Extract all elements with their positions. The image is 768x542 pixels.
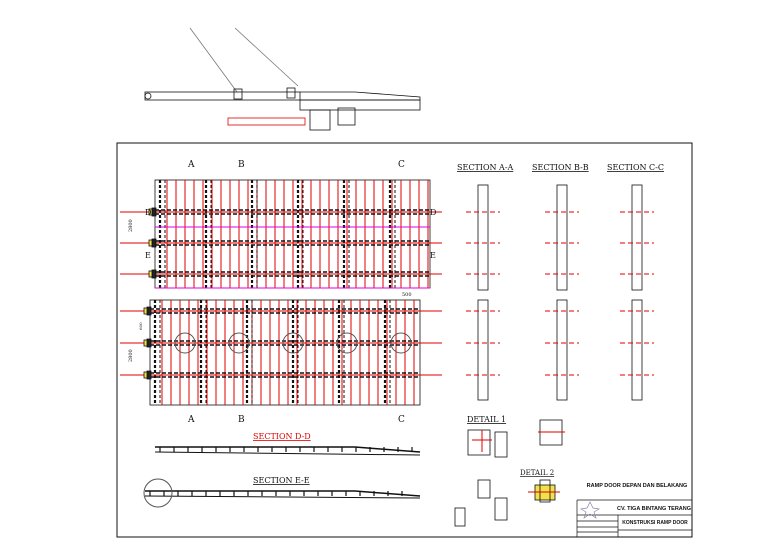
marker-b-bottom: B	[238, 415, 245, 425]
title-section-bb: SECTION B-B	[532, 163, 589, 172]
marker-e-right: E	[430, 251, 436, 260]
marker-a-top: A	[187, 160, 195, 170]
marker-e-left: E	[145, 251, 151, 260]
dim-500: 500	[402, 292, 412, 298]
marker-c-bottom: C	[398, 415, 405, 425]
section-profile	[556, 184, 568, 291]
hinge-block	[151, 269, 157, 279]
title-section-ee: SECTION E-E	[253, 476, 310, 485]
marker-b-top: B	[238, 160, 245, 170]
title-section-cc: SECTION C-C	[607, 163, 664, 172]
section-profile	[631, 184, 643, 291]
detail-1-plate	[467, 429, 491, 456]
hinge-block	[151, 207, 157, 217]
bolt-detail	[494, 497, 508, 521]
drawing-title: RAMP DOOR DEPAN DAN BELAKANG	[587, 483, 688, 489]
section-views	[143, 184, 654, 527]
detail-2-bolt	[539, 479, 551, 503]
bolt-detail	[454, 507, 466, 527]
dim-2800-top: 2800	[128, 219, 134, 232]
section-profile	[477, 184, 489, 291]
sheet-title: KONSTRUKSI RAMP DOOR	[622, 520, 688, 526]
side-elevation	[144, 27, 421, 131]
bolt-detail	[477, 479, 491, 499]
company-name: CV. TIGA BINTANG TERANG	[617, 506, 691, 512]
section-profile	[556, 299, 568, 401]
octagon-plate	[282, 332, 304, 354]
hinge-block	[146, 306, 152, 316]
octagon-plate	[390, 332, 412, 354]
title-detail-1: DETAIL 1	[467, 415, 506, 424]
marker-d-left: D	[145, 208, 151, 217]
octagon-plate	[174, 332, 196, 354]
marker-d-right: D	[430, 208, 436, 217]
profile-ee	[144, 495, 421, 499]
hinge-block	[151, 238, 157, 248]
section-profile	[477, 299, 489, 401]
dim-600: 600	[138, 322, 143, 330]
hinge-block	[146, 370, 152, 380]
title-section-aa: SECTION A-A	[457, 163, 514, 172]
marker-a-bottom: A	[187, 415, 195, 425]
profile-dd	[354, 446, 421, 453]
plan-outline	[149, 299, 421, 406]
profile-dd	[154, 451, 421, 456]
drawing-frame	[116, 142, 693, 538]
detail-1-beam	[494, 431, 508, 458]
hinge-block	[146, 338, 152, 348]
company-logo-star-icon	[580, 501, 600, 519]
title-section-dd: SECTION D-D	[253, 432, 311, 441]
section-profile	[631, 299, 643, 401]
plan-views	[120, 179, 442, 406]
title-block	[576, 499, 692, 537]
octagon-plate	[228, 332, 250, 354]
octagon-plate	[336, 332, 358, 354]
marker-c-top: C	[398, 160, 405, 170]
title-detail-2: DETAIL 2	[520, 469, 554, 477]
dim-2800-bottom: 2800	[128, 349, 134, 362]
detail-callout-circle	[143, 478, 173, 508]
